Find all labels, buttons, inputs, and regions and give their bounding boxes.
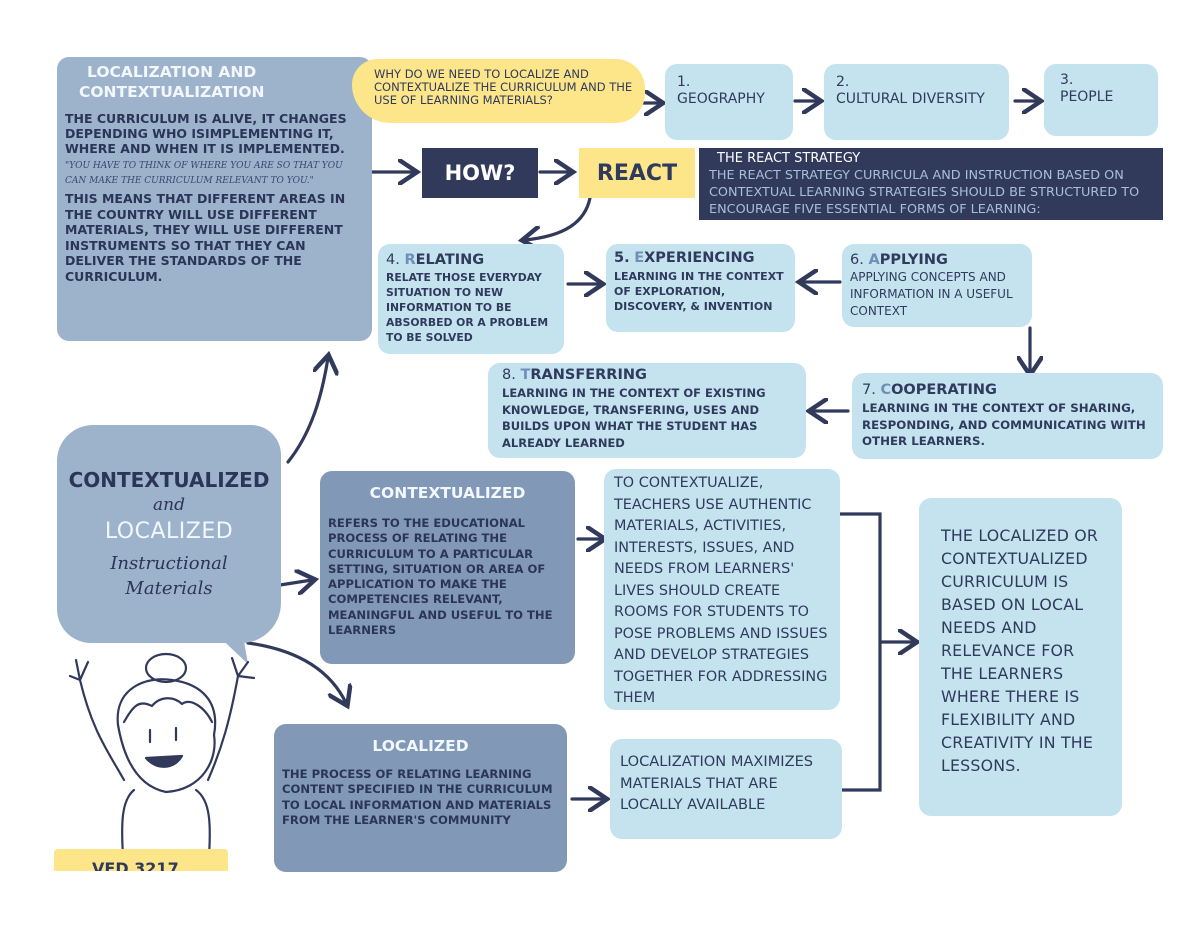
contextualized-box: CONTEXTUALIZED REFERS TO THE EDUCATIONAL… — [320, 471, 575, 664]
localization-contextualization-box: LOCALIZATION AND CONTEXTUALIZATION THE C… — [57, 57, 372, 341]
main-box-text2: THIS MEANS THAT DIFFERENT AREAS IN THE C… — [65, 191, 346, 284]
conclusion-box: THE LOCALIZED OR CONTEXTUALIZED CURRICUL… — [919, 498, 1122, 816]
bracket-to-conclusion — [836, 512, 882, 792]
localized-box: LOCALIZED THE PROCESS OF RELATING LEARNI… — [274, 724, 567, 872]
why-bubble: WHY DO WE NEED TO LOCALIZE AND CONTEXTUA… — [352, 59, 645, 123]
arrow-react-to-relating — [525, 196, 592, 240]
contextualize-detail-box: TO CONTEXTUALIZE, TEACHERS USE AUTHENTIC… — [604, 469, 840, 710]
main-box-quote: "YOU HAVE TO THINK OF WHERE YOU ARE SO T… — [65, 161, 343, 186]
main-box-title: LOCALIZATION AND CONTEXTUALIZATION — [79, 63, 265, 101]
reason-people: 3. PEOPLE — [1044, 64, 1158, 136]
how-box: HOW? — [422, 148, 538, 198]
center-speech-bubble: CONTEXTUALIZED and LOCALIZED Instruction… — [57, 425, 281, 643]
react-box: REACT — [579, 148, 695, 198]
arrow-bubble-to-main — [286, 358, 328, 464]
reason-geography: 1. GEOGRAPHY — [665, 64, 793, 140]
speech-bubble-tail — [212, 630, 248, 664]
step-relating: 4. RELATING RELATE THOSE EVERYDAY SITUAT… — [378, 244, 564, 354]
main-box-text1: THE CURRICULUM IS ALIVE, IT CHANGES DEPE… — [65, 111, 347, 156]
react-strategy-box: THE REACT STRATEGY THE REACT STRATEGY CU… — [699, 148, 1163, 220]
localize-detail-box: LOCALIZATION MAXIMIZES MATERIALS THAT AR… — [610, 739, 842, 839]
step-experiencing: 5. EXPERIENCING LEARNING IN THE CONTEXT … — [606, 244, 795, 332]
character-illustration — [68, 652, 256, 870]
arrow-bubble-to-contextualized — [278, 580, 312, 585]
step-applying: 6. APPLYING APPLYING CONCEPTS AND INFORM… — [842, 244, 1032, 327]
step-transferring: 8. TRANSFERRING LEARNING IN THE CONTEXT … — [488, 363, 806, 458]
reason-cultural-diversity: 2. CULTURAL DIVERSITY — [824, 64, 1009, 140]
badge-cover — [40, 871, 240, 891]
step-cooperating: 7. COOPERATING LEARNING IN THE CONTEXT O… — [852, 373, 1163, 459]
